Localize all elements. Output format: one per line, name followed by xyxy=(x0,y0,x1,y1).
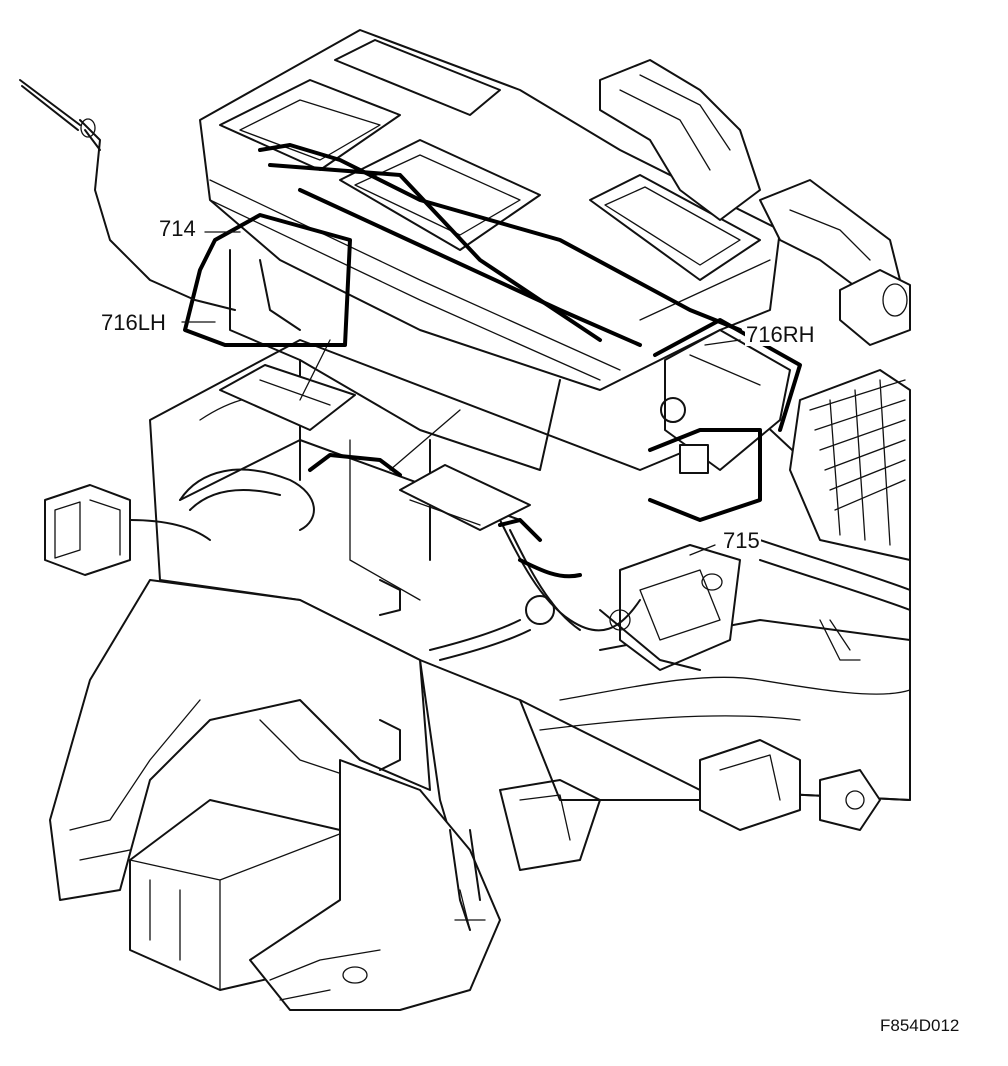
flap-plate-left xyxy=(219,339,356,431)
part-label-714: 714 xyxy=(158,216,197,241)
leader-lines xyxy=(181,231,741,556)
blower-grille xyxy=(789,369,911,561)
linkage-714 xyxy=(183,143,742,347)
part-label-715: 715 xyxy=(722,528,761,553)
wiring-harness xyxy=(179,453,641,661)
flap-plate-center xyxy=(389,409,531,531)
lower-center-fittings xyxy=(379,579,601,931)
floor-duct-right xyxy=(249,759,501,1011)
control-cable xyxy=(19,79,236,311)
right-side-tube xyxy=(759,539,911,661)
figure-reference: F854D012 xyxy=(880,1016,960,1035)
connector-plug-left xyxy=(44,484,211,576)
part-label-716lh: 716LH xyxy=(100,310,167,335)
actuator-715 xyxy=(599,544,741,671)
part-label-716rh: 716RH xyxy=(745,322,816,347)
upper-right-pipes xyxy=(599,59,911,346)
lower-right-bracket xyxy=(699,739,881,831)
air-outlet-box xyxy=(199,29,781,391)
